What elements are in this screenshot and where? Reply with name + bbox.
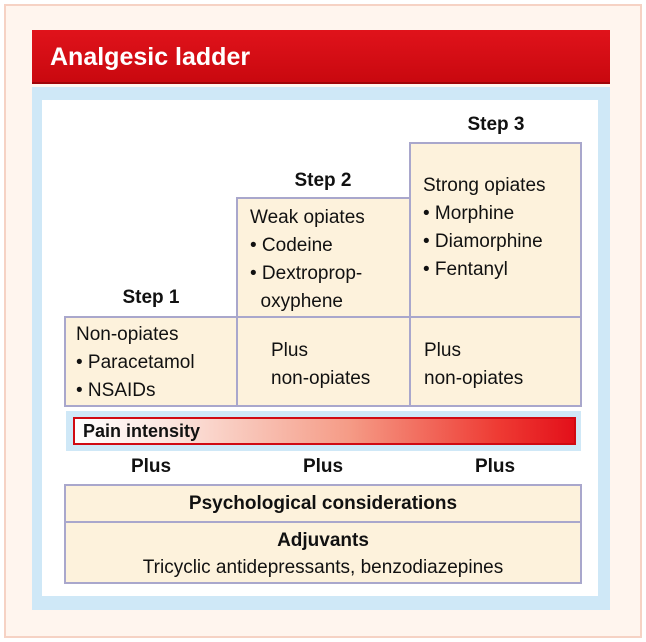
adjuvants-title: Adjuvants xyxy=(277,530,369,551)
step-3-drugs-box: Strong opiates • Morphine • Diamorphine … xyxy=(409,142,582,318)
adjuvants-box: Adjuvants Tricyclic antidepressants, ben… xyxy=(64,521,582,584)
step-2-label: Step 2 xyxy=(294,170,352,191)
drug-paracetamol: • Paracetamol xyxy=(76,352,195,373)
step-2-drugs-box: Weak opiates • Codeine • Dextroprop- oxy… xyxy=(236,197,411,318)
step-1-label: Step 1 xyxy=(122,287,180,308)
drug-nsaids: • NSAIDs xyxy=(76,380,156,401)
pain-intensity-bar: Pain intensity xyxy=(73,417,576,445)
step-2-plus: Plus xyxy=(271,340,308,361)
drug-fentanyl: • Fentanyl xyxy=(423,259,508,280)
plus-label-1: Plus xyxy=(130,456,172,477)
figure-title: Analgesic ladder xyxy=(50,43,251,71)
plus-label-2: Plus xyxy=(302,456,344,477)
step-2-non-opiates: non-opiates xyxy=(271,368,371,389)
step-2-heading: Weak opiates xyxy=(250,207,365,228)
drug-diamorphine: • Diamorphine xyxy=(423,231,543,252)
psychological-box: Psychological considerations xyxy=(64,484,582,523)
step-3-non-opiates: non-opiates xyxy=(424,368,524,389)
title-bar: Analgesic ladder xyxy=(32,30,610,84)
step-3-plus: Plus xyxy=(424,340,461,361)
psychological-label: Psychological considerations xyxy=(188,493,458,514)
step-3-plus-box: Plus non-opiates xyxy=(409,316,582,407)
step-3-label: Step 3 xyxy=(467,114,525,135)
plus-label-3: Plus xyxy=(474,456,516,477)
drug-codeine: • Codeine xyxy=(250,235,333,256)
step-1-drugs-box: Non-opiates • Paracetamol • NSAIDs xyxy=(64,316,238,407)
step-2-plus-box: Plus non-opiates xyxy=(236,316,411,407)
drug-dextropropoxyphene-1: • Dextroprop- xyxy=(250,263,363,284)
step-3-heading: Strong opiates xyxy=(423,175,546,196)
drug-morphine: • Morphine xyxy=(423,203,515,224)
pain-intensity-label: Pain intensity xyxy=(83,421,201,441)
adjuvants-text: Tricyclic antidepressants, benzodiazepin… xyxy=(142,557,504,578)
drug-dextropropoxyphene-2: oxyphene xyxy=(250,291,343,312)
step-1-heading: Non-opiates xyxy=(76,324,179,345)
